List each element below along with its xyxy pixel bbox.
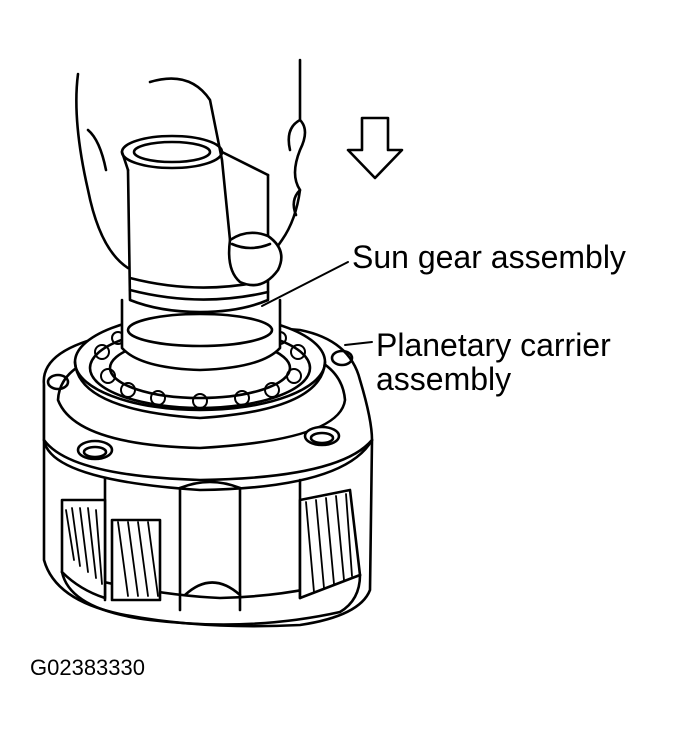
arrow-down-icon bbox=[346, 116, 404, 180]
figure-id: G02383330 bbox=[30, 655, 145, 680]
planetary-carrier-label-line1: Planetary carrier bbox=[376, 327, 611, 363]
sun-gear-label: Sun gear assembly bbox=[352, 239, 626, 275]
planetary-carrier-label-line2: assembly bbox=[376, 361, 512, 397]
sun-gear-assembly bbox=[120, 134, 282, 372]
leader-lines bbox=[261, 261, 373, 346]
hand bbox=[75, 58, 307, 287]
